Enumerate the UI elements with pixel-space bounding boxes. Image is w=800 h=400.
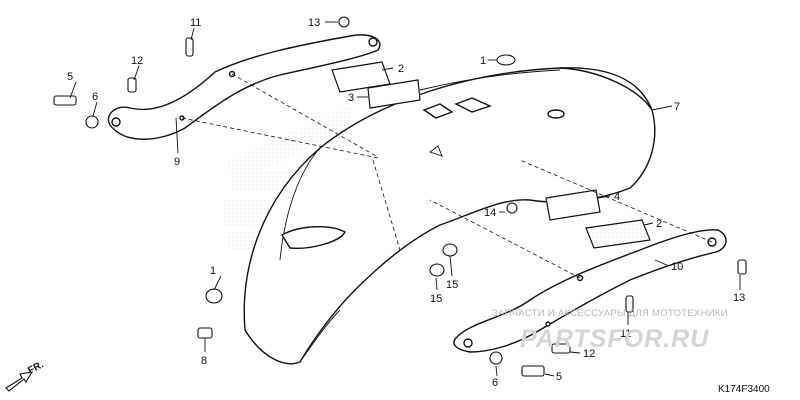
callout-6-bottom: 6 bbox=[492, 377, 498, 389]
watermark-logo: PARTSFOR.RU bbox=[520, 325, 709, 353]
callout-10: 10 bbox=[671, 261, 683, 273]
callout-6-left: 6 bbox=[92, 91, 98, 103]
callout-1-top: 1 bbox=[480, 55, 486, 67]
hardware bbox=[53, 16, 747, 377]
callout-5-bottom: 5 bbox=[556, 371, 562, 383]
callout-3: 3 bbox=[348, 92, 354, 104]
callout-12-bottom: 12 bbox=[583, 348, 595, 360]
rear-fender bbox=[243, 67, 656, 365]
callout-2-right: 2 bbox=[656, 218, 662, 230]
callout-13-top: 13 bbox=[308, 17, 320, 29]
watermark-tagline: ЗАПЧАСТИ И АКСЕССУАРЫ ДЛЯ МОТОТЕХНИКИ bbox=[492, 308, 728, 319]
diagram-code: K174F3400 bbox=[718, 384, 770, 395]
callout-11-top: 11 bbox=[190, 17, 201, 29]
rear-fender-stay-right bbox=[453, 229, 727, 353]
callout-1-bottom: 1 bbox=[210, 265, 216, 277]
callout-8: 8 bbox=[201, 355, 207, 367]
callout-7: 7 bbox=[674, 101, 680, 113]
callout-12-left: 12 bbox=[131, 55, 143, 67]
callout-13-right: 13 bbox=[733, 292, 745, 304]
callout-5-left: 5 bbox=[67, 71, 73, 83]
front-direction-indicator: FR. bbox=[5, 359, 46, 392]
callout-4: 4 bbox=[614, 191, 620, 203]
front-label: FR. bbox=[26, 359, 46, 376]
leader-lines bbox=[69, 21, 741, 377]
callout-2-top: 2 bbox=[398, 63, 404, 75]
callout-14: 14 bbox=[484, 207, 496, 219]
watermark: ЗАПЧАСТИ И АКСЕССУАРЫ ДЛЯ МОТОТЕХНИКИ PA… bbox=[492, 308, 728, 353]
reflectors bbox=[331, 61, 651, 249]
callout-labels: 11 13 12 5 6 9 2 3 1 7 4 2 14 1 8 15 15 … bbox=[67, 17, 745, 389]
callout-15-left: 15 bbox=[430, 293, 442, 305]
callout-15-right: 15 bbox=[446, 279, 458, 291]
callout-11-bottom: 11 bbox=[620, 328, 631, 340]
front-arrow-icon bbox=[5, 371, 34, 392]
callout-9: 9 bbox=[174, 156, 180, 168]
assembly-guide-lines bbox=[181, 73, 713, 279]
